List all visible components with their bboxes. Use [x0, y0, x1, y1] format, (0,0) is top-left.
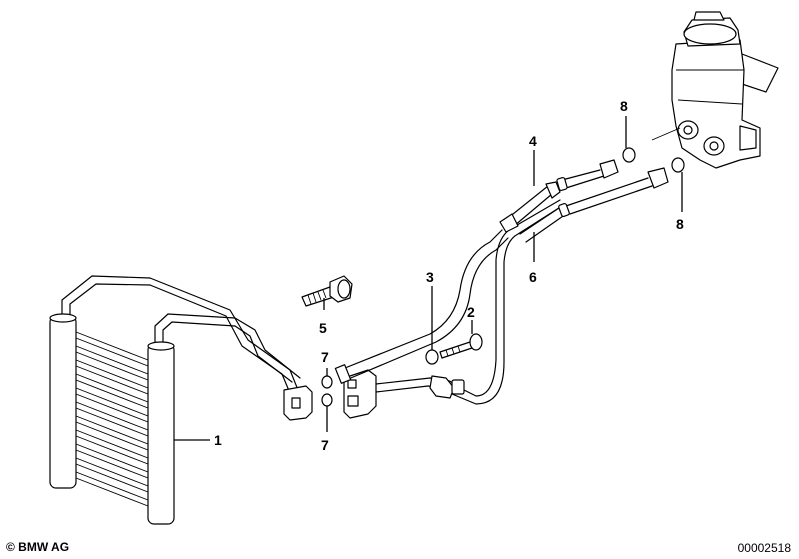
hose-4	[507, 159, 619, 227]
callout-labels: 1 2 3 4 5 6 7 7 8 8	[214, 98, 684, 453]
diagram-number: 00002518	[737, 541, 791, 555]
bolt-part-5	[301, 275, 353, 307]
o-ring-7-lower	[321, 393, 333, 407]
callout-leaders	[174, 116, 683, 441]
pipe-connector-block	[343, 369, 377, 419]
copyright-text: © BMW AG	[6, 540, 70, 554]
callout-4: 4	[529, 133, 537, 149]
callout-8-lower: 8	[676, 216, 684, 232]
callout-8-upper: 8	[620, 98, 628, 114]
callout-7-lower: 7	[321, 437, 329, 453]
o-ring-7-upper	[321, 375, 333, 389]
hose-6	[519, 167, 669, 243]
callout-2: 2	[467, 304, 475, 320]
banjo-bolt-part-2	[425, 333, 483, 365]
callout-1: 1	[214, 432, 222, 448]
callout-3: 3	[426, 269, 434, 285]
o-ring-8-upper	[622, 147, 636, 163]
callout-7-upper: 7	[321, 349, 329, 365]
callout-6: 6	[529, 269, 537, 285]
o-ring-8-lower	[671, 157, 685, 173]
pipe-6	[375, 199, 563, 405]
cooler-pipes	[149, 277, 313, 421]
oil-cooler	[49, 275, 236, 525]
callout-5: 5	[319, 320, 327, 336]
cooler-fins	[75, 331, 149, 507]
hose-fitting	[499, 213, 519, 233]
reservoir-pump	[651, 11, 779, 169]
pipe-3	[334, 229, 509, 384]
